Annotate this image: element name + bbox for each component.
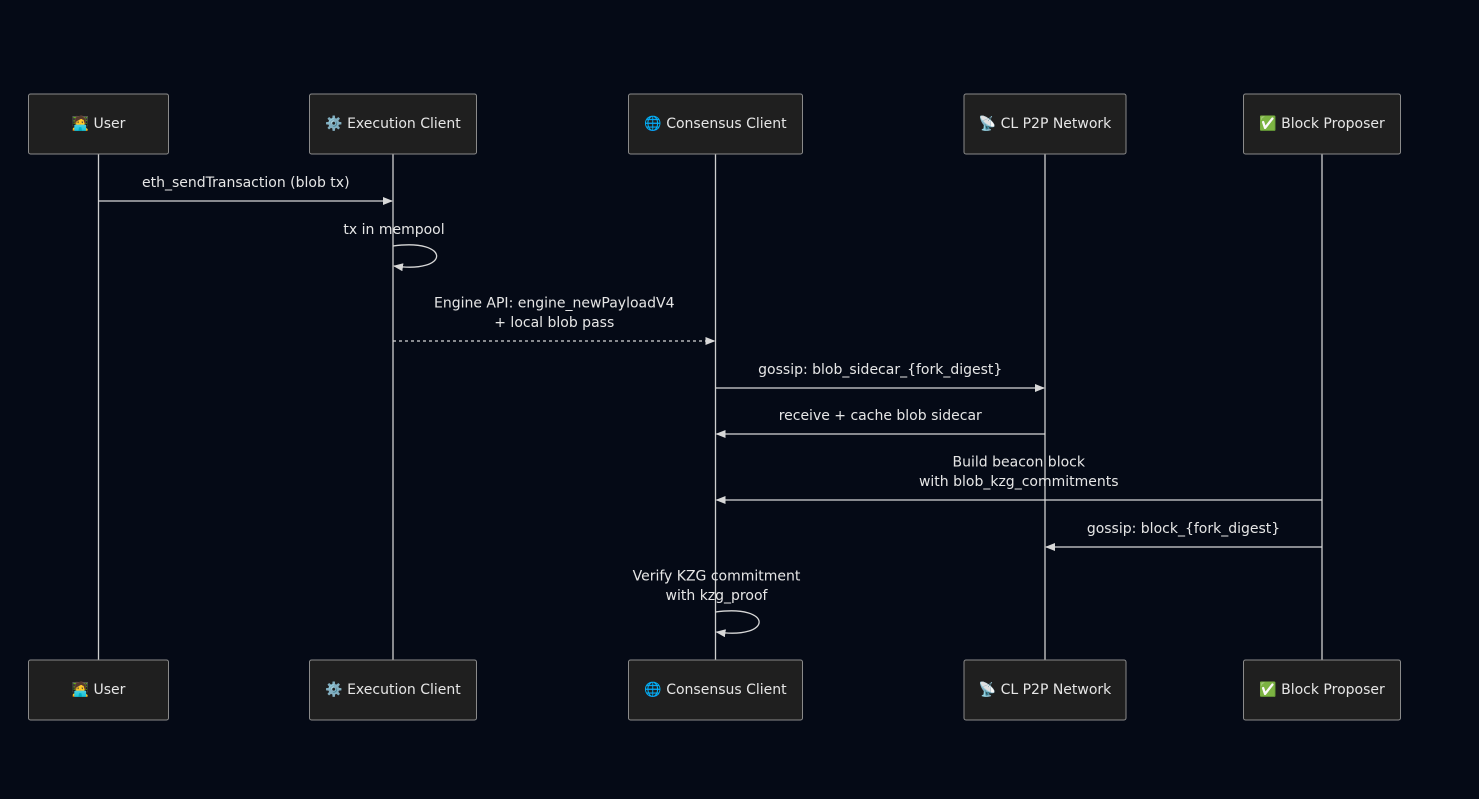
actor-box-exec bbox=[309, 93, 477, 155]
actor-box-p2p bbox=[963, 93, 1127, 155]
actor-box-cons bbox=[628, 93, 803, 155]
message-label-6-line-2: with blob_kzg_commitments bbox=[919, 474, 1119, 490]
messages: eth_sendTransaction (blob tx) tx in mempo… bbox=[98, 175, 1322, 638]
actor-label-cons: 🌐 Consensus Client bbox=[644, 681, 787, 698]
message-label-3-line-2: + local blob pass bbox=[494, 315, 614, 331]
message-label-4-line-1: gossip: blob_sidecar_{fork_digest} bbox=[758, 362, 1002, 378]
message-6: Build beacon block with blob_kzg_commitme… bbox=[715, 455, 1322, 504]
message-4: gossip: blob_sidecar_{fork_digest} bbox=[715, 362, 1045, 392]
actor-label-exec: ⚙️ Execution Client bbox=[325, 115, 461, 132]
actor-label-p2p: 📡 CL P2P Network bbox=[979, 680, 1112, 698]
actor-top-exec[interactable]: ⚙️ Execution Client bbox=[309, 93, 477, 155]
actor-box-p2p bbox=[963, 659, 1127, 721]
actor-bottom-p2p[interactable]: 📡 CL P2P Network bbox=[963, 659, 1127, 721]
actor-bottom-prop[interactable]: ✅ Block Proposer bbox=[1243, 659, 1401, 721]
actor-label-exec: ⚙️ Execution Client bbox=[325, 681, 461, 698]
message-2: tx in mempool bbox=[343, 222, 445, 272]
actor-box-prop bbox=[1243, 93, 1401, 155]
actor-label-prop: ✅ Block Proposer bbox=[1259, 681, 1385, 698]
actor-box-prop bbox=[1243, 659, 1401, 721]
actor-top-cons[interactable]: 🌐 Consensus Client bbox=[628, 93, 803, 155]
message-1: eth_sendTransaction (blob tx) bbox=[98, 175, 393, 205]
message-3: Engine API: engine_newPayloadV4 + local b… bbox=[393, 296, 716, 345]
message-label-2-line-1: tx in mempool bbox=[343, 222, 444, 238]
actor-box-cons bbox=[628, 659, 803, 721]
actor-label-prop: ✅ Block Proposer bbox=[1259, 115, 1385, 132]
actor-bottom-cons[interactable]: 🌐 Consensus Client bbox=[628, 659, 803, 721]
actors: 🧑‍💻 User 🧑‍💻 User ⚙️ Execution Client ⚙️ Ex… bbox=[28, 93, 1401, 721]
message-label-8-line-1: Verify KZG commitment bbox=[633, 569, 801, 585]
actor-label-p2p: 📡 CL P2P Network bbox=[979, 114, 1112, 132]
message-8: Verify KZG commitment with kzg_proof bbox=[633, 569, 801, 638]
message-label-7-line-1: gossip: block_{fork_digest} bbox=[1087, 521, 1280, 537]
actor-label-cons: 🌐 Consensus Client bbox=[644, 115, 787, 132]
actor-box-user bbox=[28, 659, 169, 721]
message-label-8-line-2: with kzg_proof bbox=[666, 588, 769, 604]
lifelines bbox=[97, 154, 1323, 660]
message-label-5-line-1: receive + cache blob sidecar bbox=[779, 408, 982, 424]
actor-box-exec bbox=[309, 659, 477, 721]
actor-label-user: 🧑‍💻 User bbox=[72, 680, 126, 698]
message-5: receive + cache blob sidecar bbox=[715, 408, 1045, 438]
message-arrow-8 bbox=[715, 610, 760, 638]
actor-bottom-user[interactable]: 🧑‍💻 User bbox=[28, 659, 169, 721]
actor-bottom-exec[interactable]: ⚙️ Execution Client bbox=[309, 659, 477, 721]
message-label-1-line-1: eth_sendTransaction (blob tx) bbox=[142, 175, 350, 191]
message-label-6-line-1: Build beacon block bbox=[953, 455, 1086, 471]
actor-top-p2p[interactable]: 📡 CL P2P Network bbox=[963, 93, 1127, 155]
actor-label-user: 🧑‍💻 User bbox=[72, 114, 126, 132]
actor-box-user bbox=[28, 93, 169, 155]
message-7: gossip: block_{fork_digest} bbox=[1045, 521, 1322, 551]
message-label-3-line-1: Engine API: engine_newPayloadV4 bbox=[434, 296, 675, 312]
actor-top-user[interactable]: 🧑‍💻 User bbox=[28, 93, 169, 155]
actor-top-prop[interactable]: ✅ Block Proposer bbox=[1243, 93, 1401, 155]
message-arrow-2 bbox=[392, 244, 438, 272]
